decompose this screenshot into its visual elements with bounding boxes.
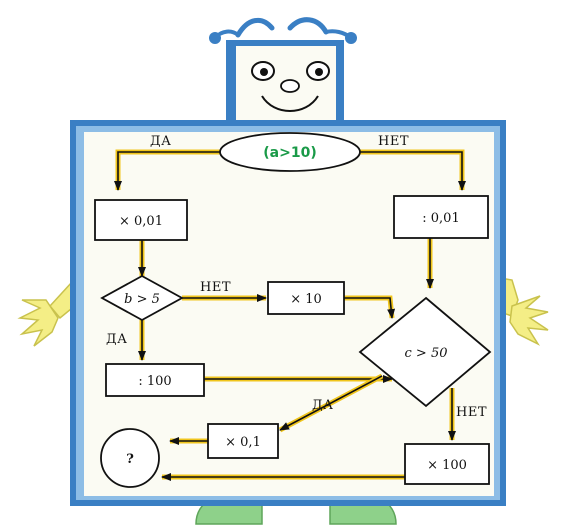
box-mul-001: × 0,01 — [95, 200, 187, 240]
decision-b-label: b > 5 — [124, 292, 160, 307]
box-div-001: : 0,01 — [394, 196, 488, 238]
label-no-top: НЕТ — [378, 134, 409, 149]
label-yes-top: ДА — [150, 134, 171, 149]
robot-head — [226, 40, 344, 124]
box-mul-01: × 0,1 — [208, 424, 278, 458]
box-mul-100-label: × 100 — [427, 458, 467, 473]
box-mul-100: × 100 — [405, 444, 489, 484]
box-div-001-label: : 0,01 — [422, 211, 459, 226]
label-yes-right: ДА — [312, 398, 333, 413]
result-label: ? — [126, 452, 134, 467]
right-arm — [500, 278, 548, 344]
label-no-right: НЕТ — [456, 405, 487, 420]
nose — [281, 80, 299, 92]
box-mul-10: × 10 — [268, 282, 344, 314]
result-node: ? — [101, 429, 159, 487]
box-div-100: : 100 — [106, 364, 204, 396]
label-no-middle: НЕТ — [200, 280, 231, 295]
box-mul-01-label: × 0,1 — [225, 435, 261, 450]
start-condition: (a>10) — [263, 145, 316, 161]
decision-c-label: c > 50 — [405, 346, 448, 361]
label-yes-middle: ДА — [106, 332, 127, 347]
start-node: (a>10) — [220, 133, 360, 171]
box-div-100-label: : 100 — [138, 374, 171, 389]
box-mul-001-label: × 0,01 — [119, 214, 163, 229]
box-mul-10-label: × 10 — [290, 292, 322, 307]
